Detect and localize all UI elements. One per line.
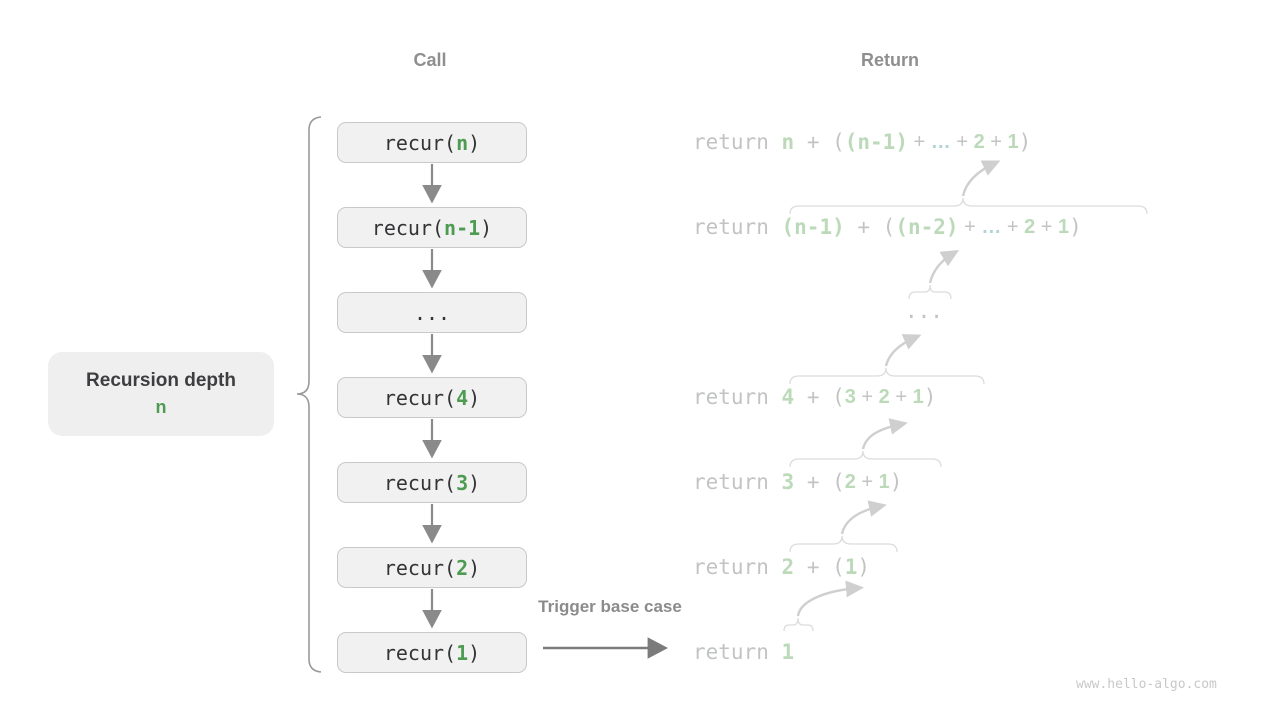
call-header: Call [413,50,447,70]
trigger-base-case-label: Trigger base case [538,597,682,616]
recursion-depth-label: Recursion depth n [48,352,274,436]
call-box-ellipsis: ... [337,292,527,333]
return-line-4: return 4 + (3 + 2 + 1) [693,385,937,409]
recursion-depth-brace [296,116,322,673]
return-line-n-1: return (n-1) + ((n-2) + … + 2 + 1) [693,215,1082,239]
call-box-recur-n-1: recur(n-1) [337,207,527,248]
recursion-depth-value: n [155,397,167,417]
call-box-recur-1: recur(1) [337,632,527,673]
call-box-recur-4: recur(4) [337,377,527,418]
return-header: Return [861,50,919,70]
call-box-recur-n: recur(n) [337,122,527,163]
return-line-1: return 1 [693,640,795,664]
return-line-ellipsis: ... [905,299,943,323]
call-box-recur-3: recur(3) [337,462,527,503]
recursion-depth-title: Recursion depth [86,370,236,391]
return-line-n: return n + ((n-1) + … + 2 + 1) [693,130,1032,154]
watermark: www.hello-algo.com [1076,677,1217,692]
call-box-recur-2: recur(2) [337,547,527,588]
return-line-3: return 3 + (2 + 1) [693,470,903,494]
return-line-2: return 2 + (1) [693,555,871,579]
